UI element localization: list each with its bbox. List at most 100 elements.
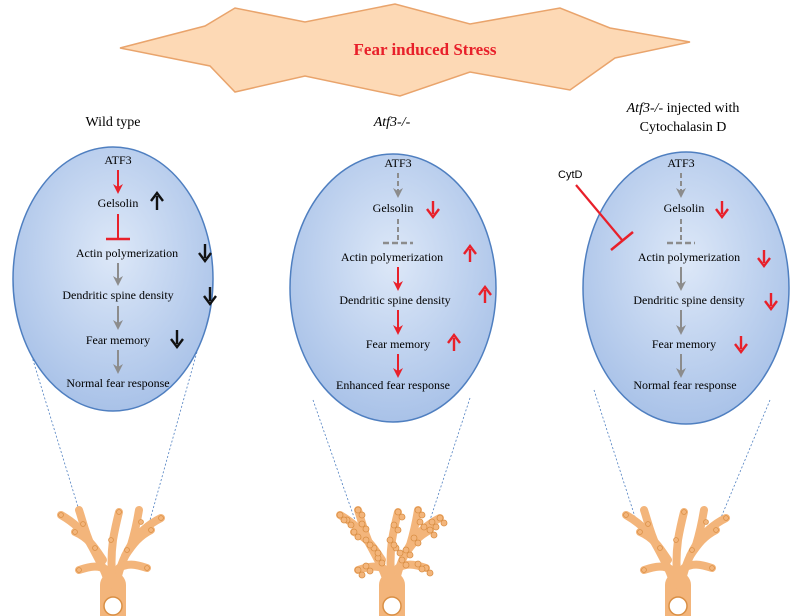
cytd-inhibit-bar (610, 231, 634, 251)
zoom-line-right (719, 399, 771, 521)
dendritic-spine (713, 527, 719, 533)
dendritic-spine (354, 566, 362, 574)
dendritic-spine (362, 525, 370, 533)
change-up-arrow-icon (447, 333, 461, 351)
dendrite-branch (640, 562, 676, 574)
zoom-line-right (149, 297, 213, 521)
dendritic-spine (80, 521, 86, 527)
panel-title-cytd: Atf3-/- injected with (626, 101, 740, 116)
dendritic-spine (709, 565, 715, 571)
dendritic-spine (366, 567, 374, 575)
change-down-arrow-icon (715, 201, 729, 219)
change-down-arrow-icon (734, 336, 748, 354)
dendrite-branch (121, 526, 155, 560)
dendritic-spine (402, 546, 410, 554)
panel-title-cytd-rest: injected with (663, 101, 739, 116)
dendritic-spine (623, 512, 629, 518)
neuron-illustration-atf3-ko (336, 506, 448, 616)
dendritic-spine (366, 541, 374, 549)
change-down-arrow-icon (170, 330, 184, 349)
node-actin-polymerization: Actin polymerization (76, 246, 178, 260)
dendritic-spine (420, 523, 428, 531)
dendritic-spine (378, 559, 386, 567)
dendritic-spine (673, 537, 679, 543)
node-outcome: Normal fear response (633, 378, 736, 392)
node-actin-polymerization: Actin polymerization (638, 250, 740, 264)
panel-title-cytd-line2: Cytochalasin D (640, 120, 727, 135)
dendritic-spine (394, 508, 402, 516)
dendritic-spine (418, 511, 426, 519)
dendritic-spine (148, 527, 154, 533)
dendritic-spine (703, 519, 709, 525)
change-up-arrow-icon (463, 244, 477, 262)
dendritic-spine (350, 528, 358, 536)
dendrite-branch (115, 560, 151, 572)
dendritic-spine (58, 512, 64, 518)
dendrite-branch (692, 506, 708, 549)
dendritic-spine (641, 567, 647, 573)
dendritic-spine (440, 519, 448, 527)
node-outcome: Normal fear response (66, 376, 169, 390)
panel-atf3-ko: ATF3 Gelsolin Actin polymerization Dendr… (289, 153, 497, 521)
starburst-shape (119, 3, 691, 97)
dendritic-spine (124, 547, 130, 553)
dendritic-spine (432, 523, 440, 531)
change-down-arrow-icon (203, 287, 217, 306)
dendritic-spine (398, 513, 406, 521)
pathway-ellipse (582, 151, 790, 425)
dendritic-spine (689, 547, 695, 553)
node-atf3: ATF3 (104, 153, 131, 167)
banner-title: Fear induced Stress (354, 40, 497, 59)
nucleus (668, 596, 688, 616)
dendritic-spine (428, 518, 436, 526)
dendritic-spine (426, 569, 434, 577)
dendritic-spine (414, 539, 422, 547)
dendritic-spine (416, 518, 424, 526)
node-fear-memory: Fear memory (366, 337, 430, 351)
node-dendritic-spine-density: Dendritic spine density (339, 293, 450, 307)
dendritic-spine (645, 521, 651, 527)
dendritic-spine (362, 562, 370, 570)
dendritic-spine (402, 561, 410, 569)
dendritic-spine (336, 511, 344, 519)
dendritic-spine (406, 551, 414, 559)
node-gelsolin: Gelsolin (664, 201, 705, 215)
node-fear-memory: Fear memory (86, 333, 150, 347)
node-gelsolin: Gelsolin (98, 196, 139, 210)
node-outcome: Enhanced fear response (336, 378, 450, 392)
dendritic-spine (657, 545, 663, 551)
neuron-illustration-wild-type (57, 506, 165, 616)
dendritic-spine (394, 526, 402, 534)
dendritic-spine (418, 565, 426, 573)
dendritic-spine (414, 560, 422, 568)
panel-title-wild-type: Wild type (85, 115, 140, 130)
zoom-line-left (312, 399, 356, 521)
dendrite-branch (75, 506, 95, 549)
neuron-illustration-atf3-ko-cytd (622, 506, 730, 616)
dendritic-spine (72, 529, 78, 535)
panel-title-cytd-italic: Atf3-/- (626, 101, 664, 116)
pathway-ellipse (12, 146, 214, 412)
dendritic-spine (92, 545, 98, 551)
dendrite-branch (75, 562, 111, 574)
nucleus (382, 596, 402, 616)
node-fear-memory: Fear memory (652, 337, 716, 351)
dendritic-spine (108, 537, 114, 543)
change-up-arrow-icon (478, 285, 492, 303)
dendritic-spine (426, 526, 434, 534)
change-down-arrow-icon (198, 244, 212, 263)
dendritic-spine (386, 536, 394, 544)
dendritic-spine (358, 511, 366, 519)
dendrite-branch (127, 506, 143, 549)
zoom-line-left (593, 389, 637, 521)
dendritic-spine (414, 506, 422, 514)
panel-wild-type: ATF3 Gelsolin Actin polymerization Dendr… (12, 146, 217, 521)
dendritic-spine (144, 565, 150, 571)
dendritic-spine (374, 549, 382, 557)
node-atf3: ATF3 (667, 156, 694, 170)
dendritic-spine (430, 531, 438, 539)
node-dendritic-spine-density: Dendritic spine density (62, 288, 173, 302)
panel-atf3-ko-cytd: ATF3 Gelsolin CytD Actin polymerization … (558, 151, 790, 521)
dendritic-spine (436, 514, 444, 522)
